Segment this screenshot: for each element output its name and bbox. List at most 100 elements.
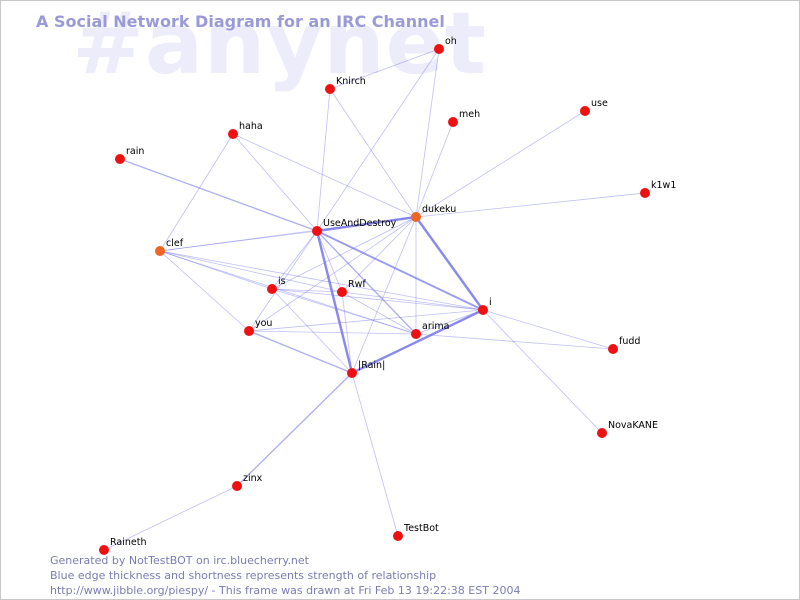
- node-label-NovaKANE: NovaKANE: [608, 420, 658, 431]
- edge-Rwf-Rain: [341, 291, 353, 374]
- node-dot-TestBot[interactable]: [393, 531, 403, 541]
- node-Knirch[interactable]: Knirch: [325, 76, 366, 94]
- edge-i-arima: [415, 309, 484, 335]
- edge-arima-fudd: [415, 333, 614, 350]
- node-you[interactable]: you: [244, 318, 272, 336]
- node-dot-i[interactable]: [478, 305, 488, 315]
- node-dukeku[interactable]: dukeku: [411, 204, 456, 222]
- edge-UseAndDestroy-i: [316, 230, 484, 311]
- node-clef[interactable]: clef: [155, 238, 184, 256]
- node-rain[interactable]: rain: [115, 146, 144, 164]
- edge-UseAndDestroy-oh: [316, 48, 440, 232]
- footer-generated-by: Generated by NotTestBOT on irc.bluecherr…: [50, 554, 309, 567]
- edge-is-Rain: [271, 288, 353, 374]
- edge-dukeku-Rwf: [341, 216, 417, 293]
- node-dot-oh[interactable]: [434, 44, 444, 54]
- edge-dukeku-Rain: [351, 216, 417, 374]
- edge-UseAndDestroy-clef: [159, 230, 318, 252]
- edge-is-Rwf: [271, 288, 343, 293]
- node-dot-Rwf[interactable]: [337, 287, 347, 297]
- node-Rwf[interactable]: Rwf: [337, 279, 366, 297]
- node-zinx[interactable]: zinx: [232, 473, 263, 491]
- edge-i-fudd: [482, 309, 614, 350]
- edge-arima-you: [248, 330, 417, 335]
- node-dot-use[interactable]: [580, 106, 590, 116]
- node-arima[interactable]: arima: [411, 321, 449, 339]
- edge-dukeku-is: [271, 216, 417, 290]
- node-label-use: use: [591, 98, 608, 109]
- node-label-clef: clef: [166, 238, 184, 249]
- node-label-arima: arima: [422, 321, 449, 332]
- node-fudd[interactable]: fudd: [608, 336, 640, 354]
- node-label-TestBot: TestBot: [403, 523, 439, 534]
- edge-i-Rain: [350, 308, 485, 375]
- node-dot-fudd[interactable]: [608, 344, 618, 354]
- edge-haha-clef: [159, 133, 234, 252]
- node-label-haha: haha: [239, 121, 263, 132]
- node-UseAndDestroy[interactable]: UseAndDestroy: [312, 218, 397, 236]
- node-label-Raineth: Raineth: [110, 537, 146, 548]
- node-dot-Rain[interactable]: [347, 368, 357, 378]
- node-dot-is[interactable]: [267, 284, 277, 294]
- node-label-is: is: [278, 276, 286, 287]
- edge-dukeku-haha: [232, 133, 417, 218]
- node-i[interactable]: i: [478, 297, 492, 315]
- node-dot-arima[interactable]: [411, 329, 421, 339]
- node-dot-you[interactable]: [244, 326, 254, 336]
- edge-zinx-Raineth: [103, 485, 238, 551]
- node-label-Knirch: Knirch: [336, 76, 366, 87]
- node-haha[interactable]: haha: [228, 121, 263, 139]
- edge-Rwf-i: [341, 291, 484, 311]
- diagram-title: A Social Network Diagram for an IRC Chan…: [36, 12, 445, 31]
- edge-clef-you: [159, 250, 250, 332]
- node-dot-NovaKANE[interactable]: [597, 428, 607, 438]
- node-oh[interactable]: oh: [434, 36, 457, 54]
- node-label-zinx: zinx: [243, 473, 263, 484]
- edge-i-you: [248, 309, 484, 332]
- node-Rain[interactable]: |Rain|: [347, 360, 385, 378]
- node-dot-Knirch[interactable]: [325, 84, 335, 94]
- edge-UseAndDestroy-Rwf: [316, 230, 343, 293]
- edge-UseAndDestroy-arima: [316, 230, 417, 335]
- footer-source-link[interactable]: http://www.jibble.org/piespy/ - This fra…: [50, 584, 521, 597]
- edge-Rwf-arima: [341, 291, 417, 335]
- node-dot-rain[interactable]: [115, 154, 125, 164]
- node-NovaKANE[interactable]: NovaKANE: [597, 420, 658, 438]
- node-dot-Raineth[interactable]: [99, 545, 109, 555]
- node-meh[interactable]: meh: [448, 109, 480, 127]
- node-label-meh: meh: [459, 109, 480, 120]
- node-dot-UseAndDestroy[interactable]: [312, 226, 322, 236]
- node-label-Rwf: Rwf: [348, 279, 366, 290]
- edge-UseAndDestroy-Knirch: [316, 88, 331, 232]
- node-dot-meh[interactable]: [448, 117, 458, 127]
- node-is[interactable]: is: [267, 276, 286, 294]
- node-k1w1[interactable]: k1w1: [640, 180, 676, 198]
- node-dot-k1w1[interactable]: [640, 188, 650, 198]
- edge-UseAndDestroy-rain: [119, 158, 318, 232]
- edge-clef-is: [159, 250, 273, 290]
- edge-layer: [103, 48, 646, 551]
- edge-you-Rain: [248, 330, 353, 374]
- edge-dukeku-use: [415, 110, 586, 218]
- edge-UseAndDestroy-haha: [232, 133, 318, 232]
- edge-Rain-TestBot: [351, 372, 399, 537]
- edge-clef-arima: [159, 250, 417, 335]
- edge-UseAndDestroy-Rain: [315, 229, 354, 375]
- node-dot-dukeku[interactable]: [411, 212, 421, 222]
- node-dot-haha[interactable]: [228, 129, 238, 139]
- node-dot-zinx[interactable]: [232, 481, 242, 491]
- edge-UseAndDestroy-you: [248, 230, 318, 332]
- edge-dukeku-you: [248, 216, 417, 332]
- edge-dukeku-meh: [415, 121, 454, 218]
- node-dot-clef[interactable]: [155, 246, 165, 256]
- edge-dukeku-Knirch: [329, 88, 417, 218]
- node-label-i: i: [489, 297, 492, 308]
- node-label-Rain: |Rain|: [358, 360, 385, 371]
- node-use[interactable]: use: [580, 98, 608, 116]
- node-Raineth[interactable]: Raineth: [99, 537, 146, 555]
- node-TestBot[interactable]: TestBot: [393, 523, 439, 541]
- node-label-k1w1: k1w1: [651, 180, 676, 191]
- edge-is-arima: [271, 288, 417, 335]
